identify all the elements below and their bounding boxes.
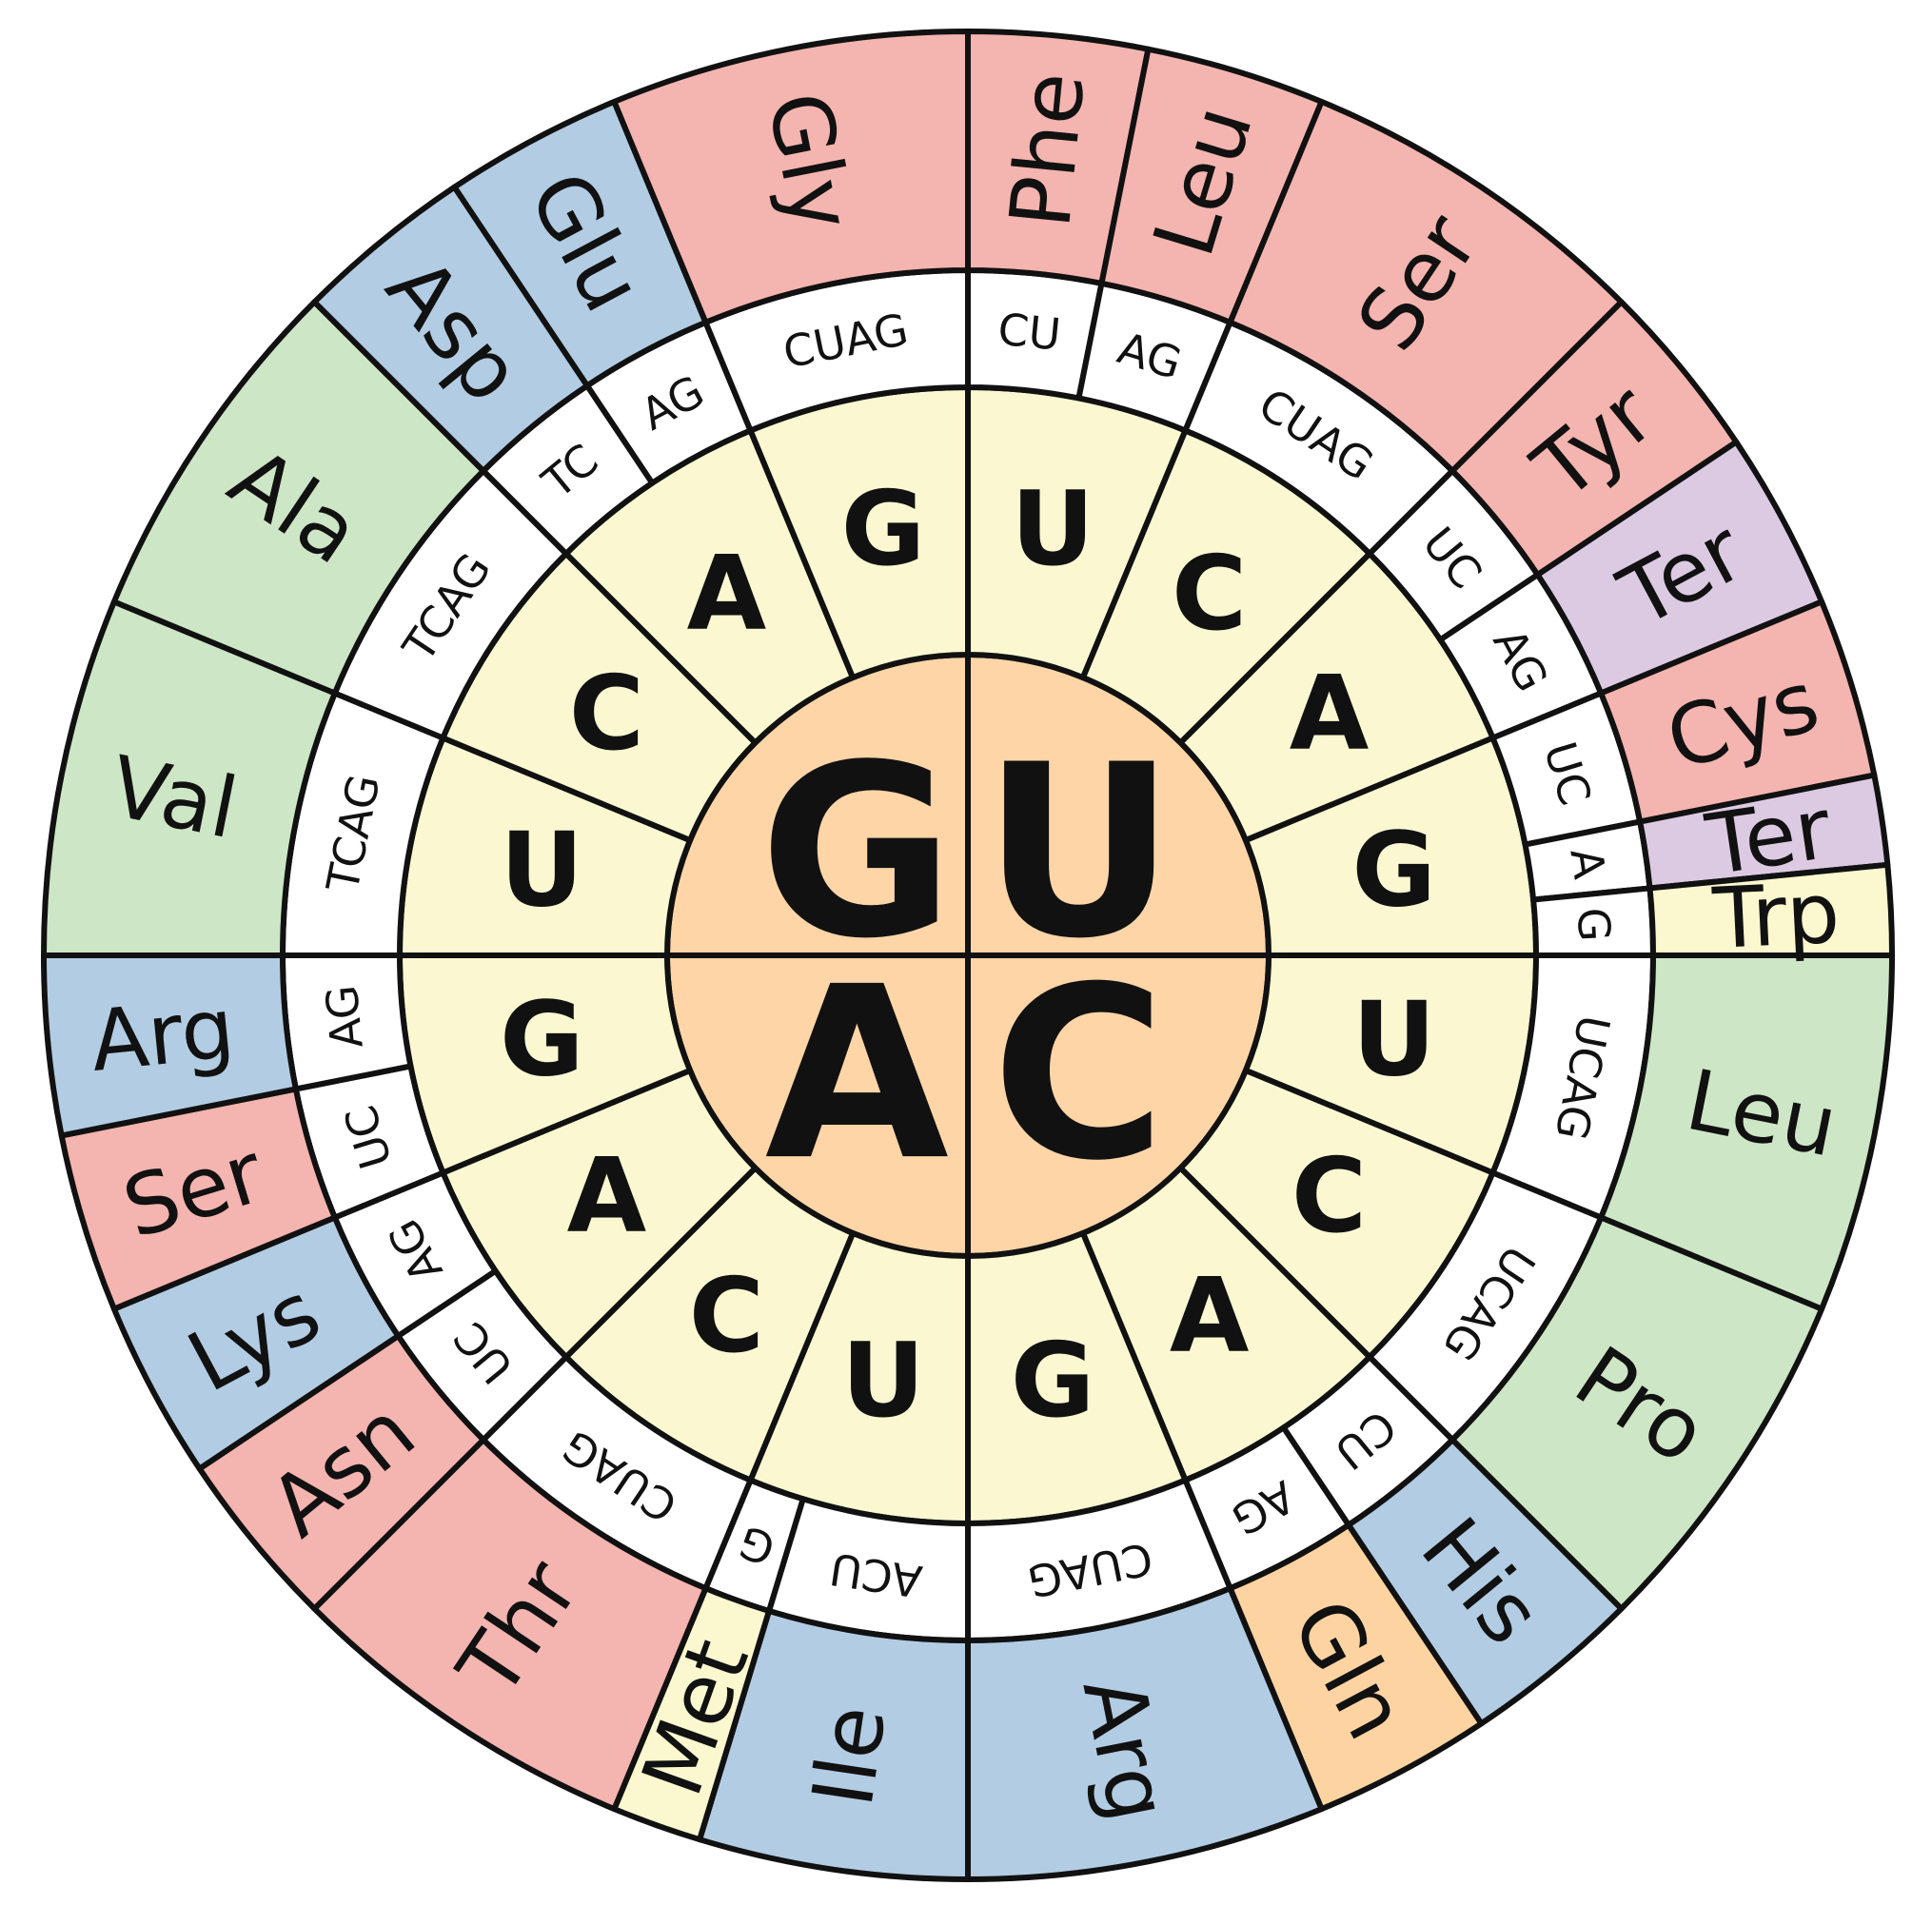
second-base-AC: C — [689, 1257, 764, 1376]
amino-acid-label-ter: Ter — [1700, 779, 1838, 894]
second-base-GU: U — [500, 811, 583, 930]
second-base-UU: U — [1011, 470, 1094, 589]
third-base-label: CU — [996, 304, 1063, 361]
second-base-CA: A — [1170, 1257, 1250, 1376]
second-base-CG: G — [1011, 1322, 1095, 1441]
second-base-CC: C — [1291, 1137, 1367, 1256]
second-base-UA: A — [1290, 655, 1370, 774]
first-base-A: A — [765, 935, 949, 1212]
first-base-G: G — [759, 714, 955, 991]
first-base-C: C — [992, 935, 1166, 1212]
second-base-GA: A — [687, 535, 767, 654]
second-base-AA: A — [567, 1137, 647, 1256]
amino-acid-label-val: Val — [103, 737, 245, 858]
second-base-AU: U — [841, 1322, 925, 1441]
second-base-UC: C — [1172, 535, 1247, 654]
second-base-AG: G — [500, 981, 584, 1100]
amino-acid-label-trp: Trp — [1710, 864, 1843, 968]
second-base-CU: U — [1352, 981, 1436, 1100]
second-base-GG: G — [841, 470, 926, 589]
amino-acid-sector-gly — [611, 29, 971, 325]
amino-acid-label-arg: Arg — [87, 979, 239, 1090]
amino-acid-label-phe: Phe — [991, 68, 1103, 231]
amino-acid-label-ile: Ile — [794, 1699, 905, 1813]
third-base-label: AG — [316, 983, 373, 1051]
wheel-cells — [41, 29, 1895, 1882]
third-base-label: G — [1567, 907, 1621, 943]
second-base-UG: G — [1351, 811, 1436, 930]
first-base-U: U — [982, 714, 1175, 991]
second-base-GC: C — [569, 655, 644, 774]
